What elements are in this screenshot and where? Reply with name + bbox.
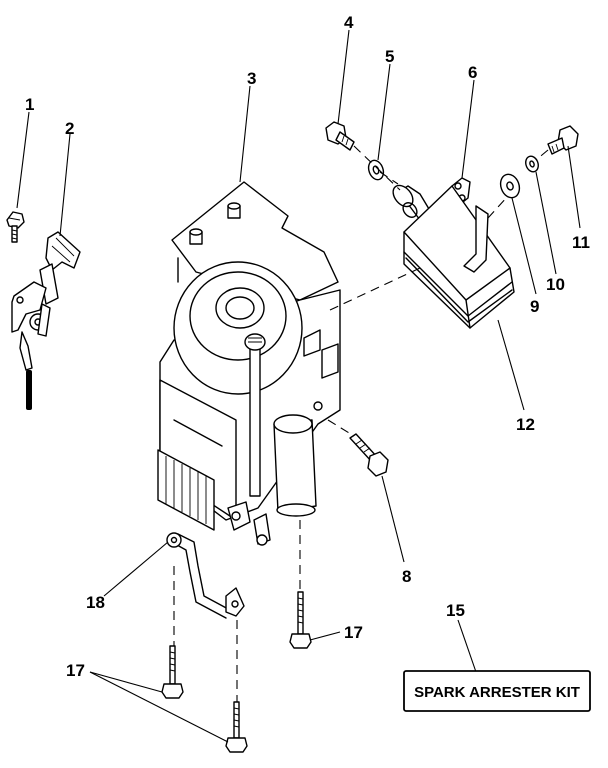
callout-15: 15 <box>446 601 465 620</box>
part-1-screw[interactable] <box>6 211 25 243</box>
callout-2: 2 <box>65 119 74 138</box>
part-12-muffler[interactable] <box>389 182 515 329</box>
callout-9: 9 <box>530 297 539 316</box>
part-9-washer[interactable] <box>497 172 522 201</box>
callout-12: 12 <box>516 415 535 434</box>
callout-3: 3 <box>247 69 256 88</box>
spark-arrester-kit-box[interactable]: SPARK ARRESTER KIT <box>403 670 591 712</box>
part-11-bolt[interactable] <box>547 125 579 155</box>
spark-arrester-kit-label: SPARK ARRESTER KIT <box>414 684 580 701</box>
callout-1: 1 <box>25 95 34 114</box>
part-18-rod-bracket[interactable] <box>166 532 245 619</box>
part-17-screw-middle[interactable] <box>161 645 184 699</box>
part-2-throttle-bracket[interactable] <box>11 231 81 410</box>
part-3-engine[interactable] <box>157 181 341 546</box>
part-8-bolt[interactable] <box>349 433 389 477</box>
callout-17-upper: 17 <box>344 623 363 642</box>
callout-numbers: 1 2 3 4 5 6 11 10 9 12 8 18 17 17 15 <box>25 13 590 680</box>
callout-leaders <box>16 29 581 743</box>
part-17-screw-lower[interactable] <box>225 701 248 753</box>
callout-10: 10 <box>546 275 565 294</box>
callout-11: 11 <box>572 233 590 252</box>
callout-4: 4 <box>344 13 354 32</box>
callout-6: 6 <box>468 63 477 82</box>
callout-5: 5 <box>385 47 394 66</box>
callout-18: 18 <box>86 593 105 612</box>
part-10-lock-washer[interactable] <box>524 154 541 173</box>
callout-8: 8 <box>402 567 411 586</box>
callout-17-lower: 17 <box>66 661 85 680</box>
part-17-screw-upper[interactable] <box>289 591 312 649</box>
part-5-washer[interactable] <box>366 158 386 182</box>
part-4-bolt[interactable] <box>325 121 355 151</box>
assembly-guide-lines <box>173 145 549 702</box>
